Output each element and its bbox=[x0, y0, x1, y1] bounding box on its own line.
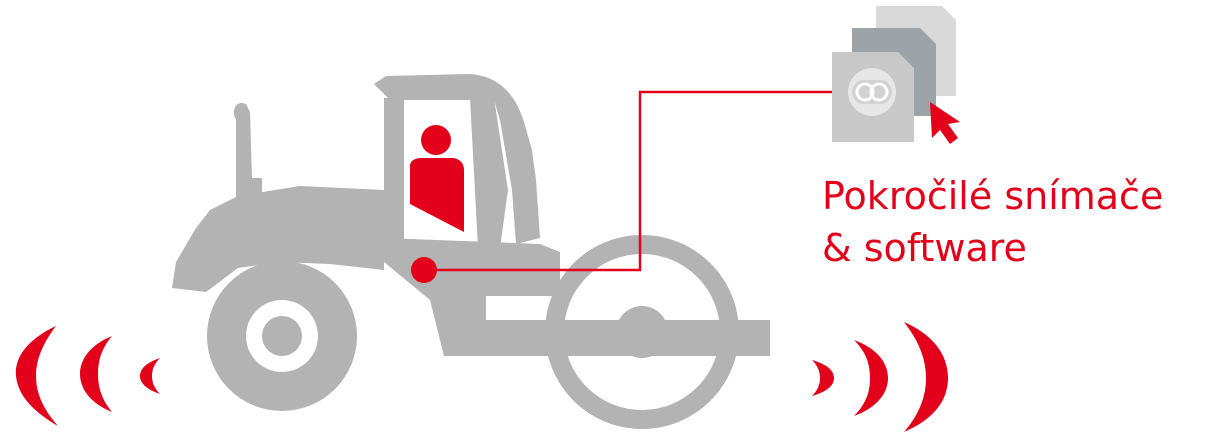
mouse-cursor-icon bbox=[930, 102, 960, 144]
wave-left-inner bbox=[140, 358, 160, 394]
operator-head bbox=[421, 125, 451, 155]
exhaust-pipe bbox=[234, 103, 262, 200]
wave-left-outer bbox=[16, 326, 58, 426]
cabin-frame bbox=[384, 98, 404, 240]
caption-line-2: & software bbox=[822, 222, 1212, 274]
operator-body bbox=[410, 158, 464, 232]
wave-left-middle bbox=[80, 336, 112, 412]
sensor-dot-icon bbox=[411, 257, 437, 283]
caption-advanced-sensors-software: Pokročilé snímače & software bbox=[822, 170, 1212, 274]
wave-right-middle bbox=[854, 340, 888, 416]
wave-right-inner bbox=[812, 360, 834, 396]
caption-line-1: Pokročilé snímače bbox=[822, 170, 1212, 222]
signal-waves-right-icon bbox=[812, 322, 948, 432]
drum-axle bbox=[486, 320, 770, 356]
wave-right-outer bbox=[904, 322, 948, 432]
operator-person-icon bbox=[410, 125, 464, 232]
rings-logo-icon bbox=[848, 68, 896, 116]
rear-wheel-hub bbox=[262, 316, 302, 356]
signal-waves-left-icon bbox=[16, 326, 160, 426]
